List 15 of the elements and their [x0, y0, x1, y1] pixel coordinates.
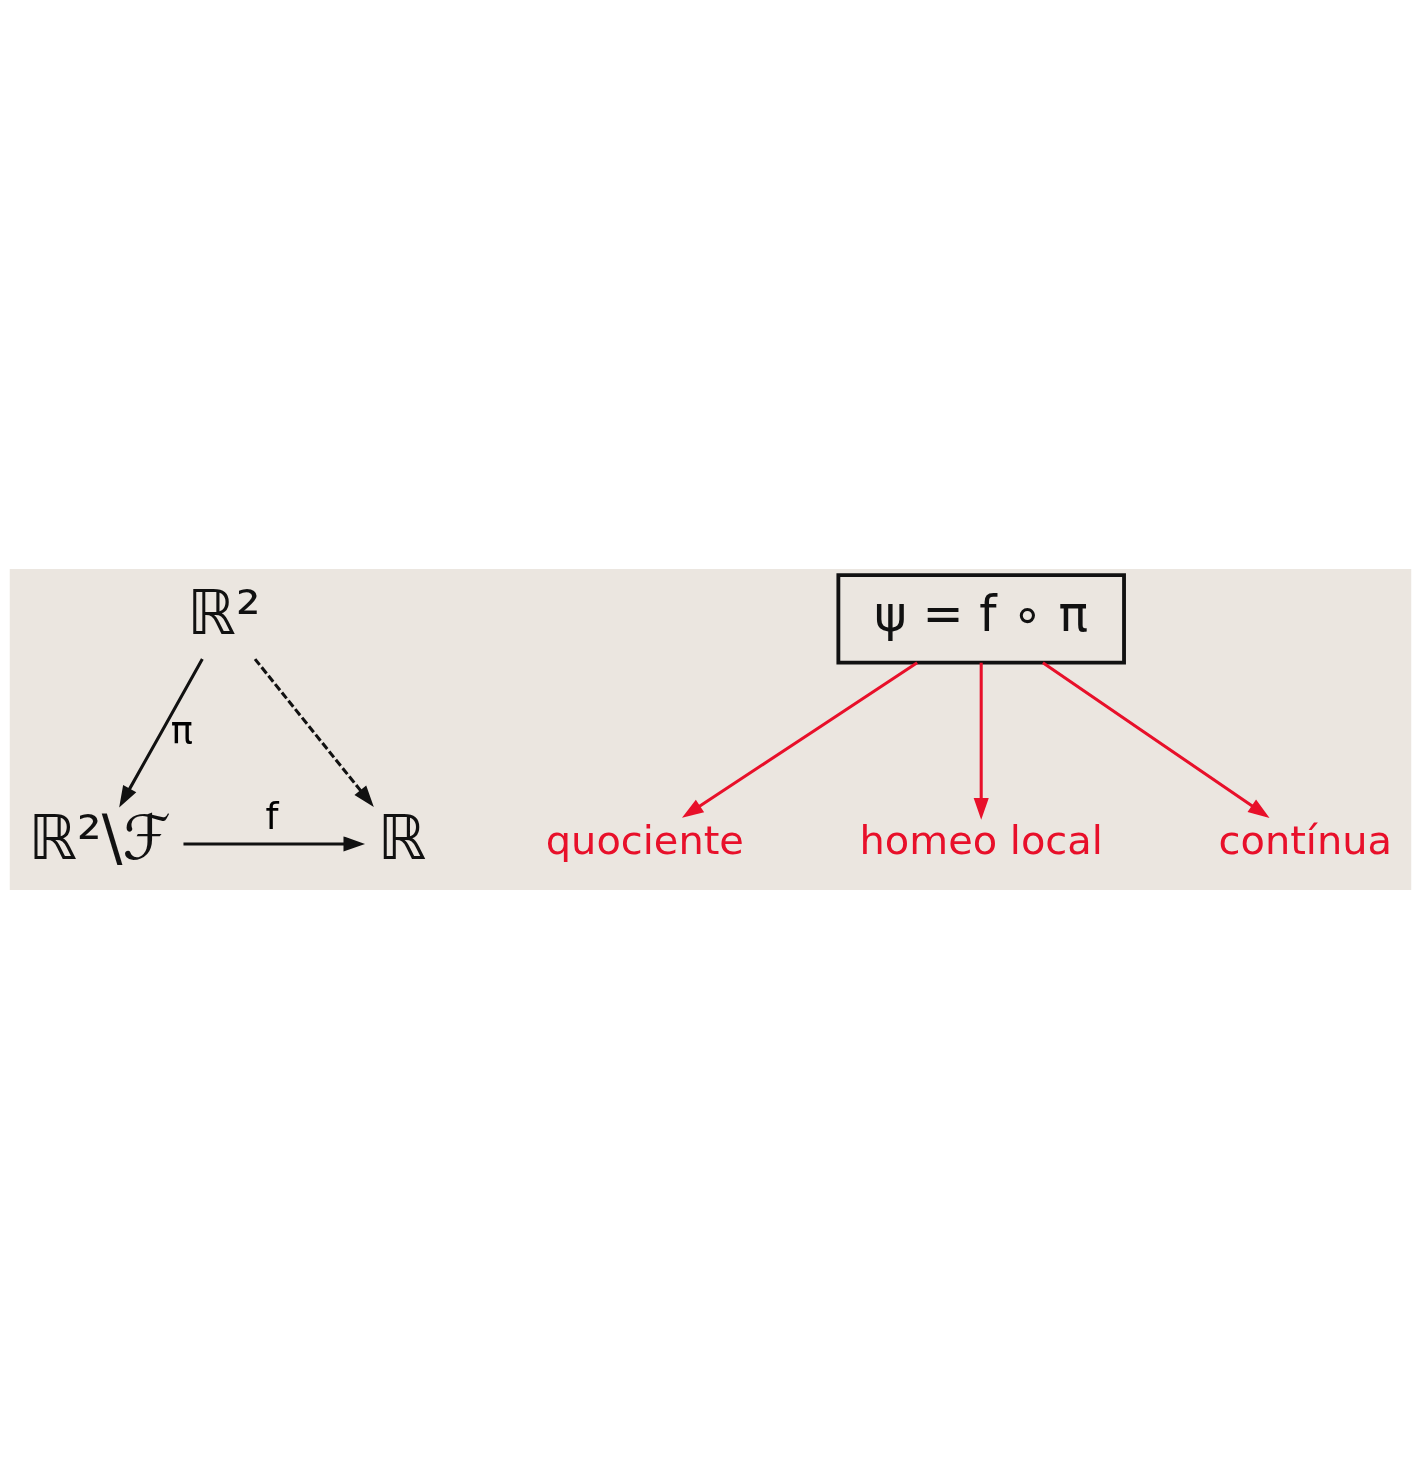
arrow — [1042, 660, 1270, 818]
arrow — [183, 835, 366, 851]
arrow — [682, 660, 918, 818]
node-text: ℝ — [377, 801, 427, 873]
arrow — [253, 657, 374, 807]
edge-label: f — [265, 794, 279, 838]
node-text: quociente — [545, 816, 744, 863]
arrow — [973, 662, 989, 820]
node-box: ψ = f ∘ π — [836, 572, 1126, 665]
node-text: homeo local — [859, 816, 1103, 863]
node-text: contínua — [1218, 816, 1393, 863]
node-text: ℝ² — [187, 576, 261, 648]
arrow — [119, 657, 204, 807]
node-text: ℝ²\ℱ — [28, 801, 171, 873]
edge-label: π — [170, 708, 193, 752]
